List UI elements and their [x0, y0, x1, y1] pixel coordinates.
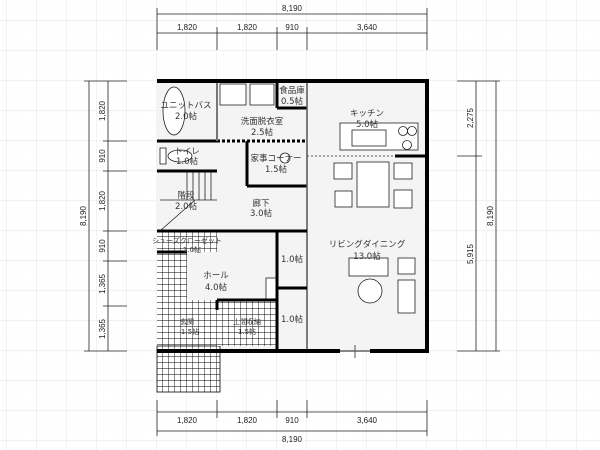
dim-bottom-seg: 3,640 [357, 416, 378, 425]
dining-chair [393, 189, 413, 209]
room-name: 洗面脱衣室 [241, 116, 284, 127]
room-area: 2.0帖 [175, 111, 198, 122]
exterior-wall [157, 79, 429, 353]
room-area: 2.0帖 [175, 201, 198, 212]
room-name: キッチン [350, 109, 384, 119]
dining-table [356, 161, 390, 208]
dim-left-seg: 910 [98, 149, 107, 163]
dim-left-seg: 910 [98, 239, 107, 253]
room-area: 4.0帖 [205, 282, 228, 293]
room-area: 1.0帖 [281, 314, 304, 325]
room-area: 1.0帖 [281, 254, 304, 265]
dim-top-seg: 1,820 [237, 23, 258, 32]
dimension-top [156, 8, 428, 50]
dim-top-seg: 1,820 [177, 23, 198, 32]
dimension-right [457, 80, 500, 352]
coffee-table [357, 278, 383, 304]
sofa [348, 257, 389, 277]
dim-top-total: 8,190 [282, 4, 303, 13]
room-area: 1.5帖 [265, 164, 288, 175]
interior-walls [157, 81, 427, 351]
dim-bottom-total: 8,190 [282, 435, 303, 444]
dim-top-seg: 910 [285, 23, 299, 32]
room-area: 1.0帖 [176, 156, 199, 167]
room-name: トイレ [174, 147, 200, 157]
dining-chair [393, 162, 413, 180]
room-name: リビングダイニング [329, 239, 406, 250]
room-name: 土間収納 [233, 317, 261, 326]
room-area: 0.5帖 [281, 96, 304, 107]
room-area: 5.0帖 [356, 119, 379, 130]
stairs [159, 171, 217, 232]
toilet-tank [159, 147, 167, 165]
dim-bottom-seg: 1,820 [177, 416, 198, 425]
room-area: 3.0帖 [250, 208, 273, 219]
stove-burner [402, 140, 412, 150]
bathtub [162, 86, 186, 136]
dim-left-seg: 1,820 [98, 190, 107, 211]
dim-left-seg: 1,365 [98, 318, 107, 339]
dimension-bottom [156, 400, 428, 436]
toilet-bowl [167, 149, 193, 163]
dim-bottom-seg: 910 [285, 416, 299, 425]
washbasin [219, 83, 247, 106]
room-name: 廊下 [252, 198, 270, 209]
washing-machine [249, 83, 275, 106]
room-area: 1.5帖 [181, 327, 199, 336]
room-name: 玄関 [180, 317, 194, 326]
tv-board [397, 279, 416, 314]
dim-left-seg: 1,820 [98, 100, 107, 121]
dim-right-seg: 5,915 [466, 243, 475, 264]
room-name: 階段 [177, 190, 195, 201]
stove-burner [407, 126, 417, 136]
dining-chair [334, 190, 353, 208]
dim-left-seg: 1,365 [98, 273, 107, 294]
sink [351, 129, 387, 147]
stove-burner [398, 126, 408, 136]
room-area: 13.0帖 [353, 251, 381, 262]
side-table [397, 257, 416, 275]
hall-cabinet [265, 277, 278, 301]
storage-floor [217, 300, 277, 346]
dining-chair [333, 162, 353, 180]
dimension-left [84, 80, 127, 352]
dim-right-seg: 2,275 [466, 107, 475, 128]
room-area: 2.5帖 [251, 127, 274, 138]
room-name: 食品庫 [279, 85, 305, 96]
room-name: ユニットバス [160, 101, 211, 111]
room-name: シューズクローゼット [152, 236, 222, 245]
room-area: 1.5帖 [238, 327, 256, 336]
room-area: 1.0帖 [183, 245, 201, 254]
room-name: ホール [203, 271, 229, 281]
chair [279, 152, 291, 164]
room-name: 家事コーナー [250, 153, 301, 164]
dim-left-total: 8,190 [79, 205, 88, 226]
dim-right-total: 8,190 [486, 205, 495, 226]
porch [156, 345, 221, 393]
dim-top-seg: 3,640 [357, 23, 378, 32]
dim-bottom-seg: 1,820 [237, 416, 258, 425]
